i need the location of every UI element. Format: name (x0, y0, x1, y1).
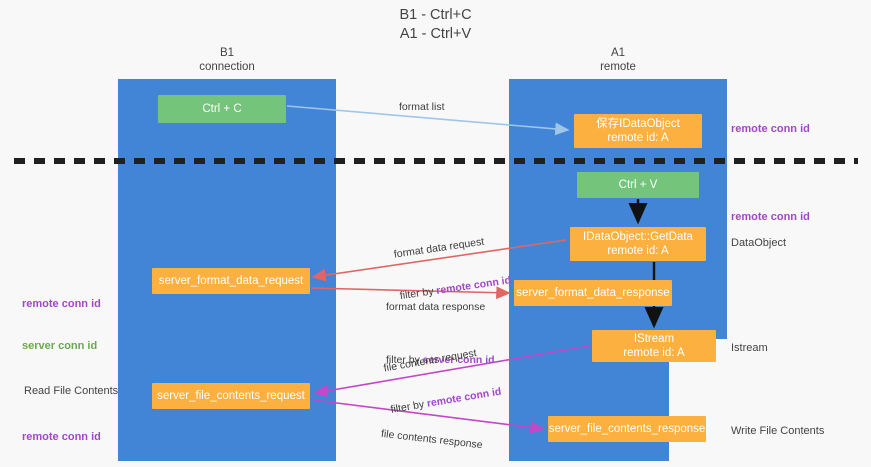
node-label: IDataObject::GetData (583, 231, 693, 243)
page-title: B1 - Ctrl+C A1 - Ctrl+V (399, 7, 472, 42)
node-server-file-contents-request[interactable]: server_file_contents_request (152, 383, 310, 409)
node-label: server_file_contents_response (548, 423, 706, 435)
edge-label-text: format data request (393, 235, 485, 261)
edge-label-file-contents-response: file contents response filter by server … (372, 399, 493, 467)
node-label: server_file_contents_request (157, 390, 305, 402)
edge-label-text: file contents response (380, 427, 484, 452)
edge-label-filter: filter by server conn id (386, 353, 495, 367)
edge-label-format-list: format list (399, 101, 445, 113)
filter-key-server-conn-id: server conn id (422, 354, 495, 366)
node-server-format-data-request[interactable]: server_format_data_request (152, 268, 310, 294)
node-sublabel: remote id: A (623, 347, 685, 359)
node-istream[interactable]: IStream remote id: A (592, 330, 716, 362)
annotation-read-file-contents: Read File Contents (24, 385, 119, 397)
node-ctrl-c[interactable]: Ctrl + C (158, 95, 286, 123)
annotation-remote-conn-id-top: remote conn id (731, 123, 810, 135)
node-save-idataobject[interactable]: 保存IDataObject remote id: A (574, 114, 702, 148)
node-ctrl-v[interactable]: Ctrl + V (577, 172, 699, 198)
node-server-file-contents-response[interactable]: server_file_contents_response (548, 416, 706, 442)
node-sublabel: remote id: A (607, 245, 669, 257)
node-label: server_format_data_response (516, 287, 670, 299)
node-sublabel: remote id: A (607, 132, 669, 144)
swimlane-header-b1: B1 connection (199, 47, 255, 73)
edge-label-text: file contents request (382, 347, 478, 375)
edge-label-format-data-response: format data response filter by server co… (386, 272, 495, 395)
swimlane-header-a1: A1 remote (600, 47, 636, 73)
annotation-dataobject: DataObject (731, 237, 787, 249)
filter-prefix: filter by (386, 354, 423, 366)
legend-mid-left: remote conn id server conn id (22, 269, 101, 381)
node-label: IStream (633, 333, 675, 345)
node-label: server_format_data_request (158, 275, 304, 287)
legend-remote-conn-id: remote conn id (22, 298, 101, 310)
node-label: Ctrl + C (202, 103, 242, 115)
edge-label-text: format data response (386, 301, 486, 313)
legend-bottom-left: remote conn id server conn id (22, 402, 101, 467)
annotation-remote-conn-id-mid: remote conn id (731, 211, 810, 223)
node-idataobject-getdata[interactable]: IDataObject::GetData remote id: A (570, 227, 706, 261)
node-label: Ctrl + V (618, 179, 658, 191)
legend-remote-conn-id: remote conn id (22, 431, 101, 443)
annotation-istream: Istream (731, 342, 768, 354)
legend-server-conn-id: server conn id (22, 340, 98, 352)
node-server-format-data-response[interactable]: server_format_data_response (514, 280, 672, 306)
node-label: 保存IDataObject (596, 118, 680, 130)
annotation-write-file-contents: Write File Contents (731, 425, 825, 437)
